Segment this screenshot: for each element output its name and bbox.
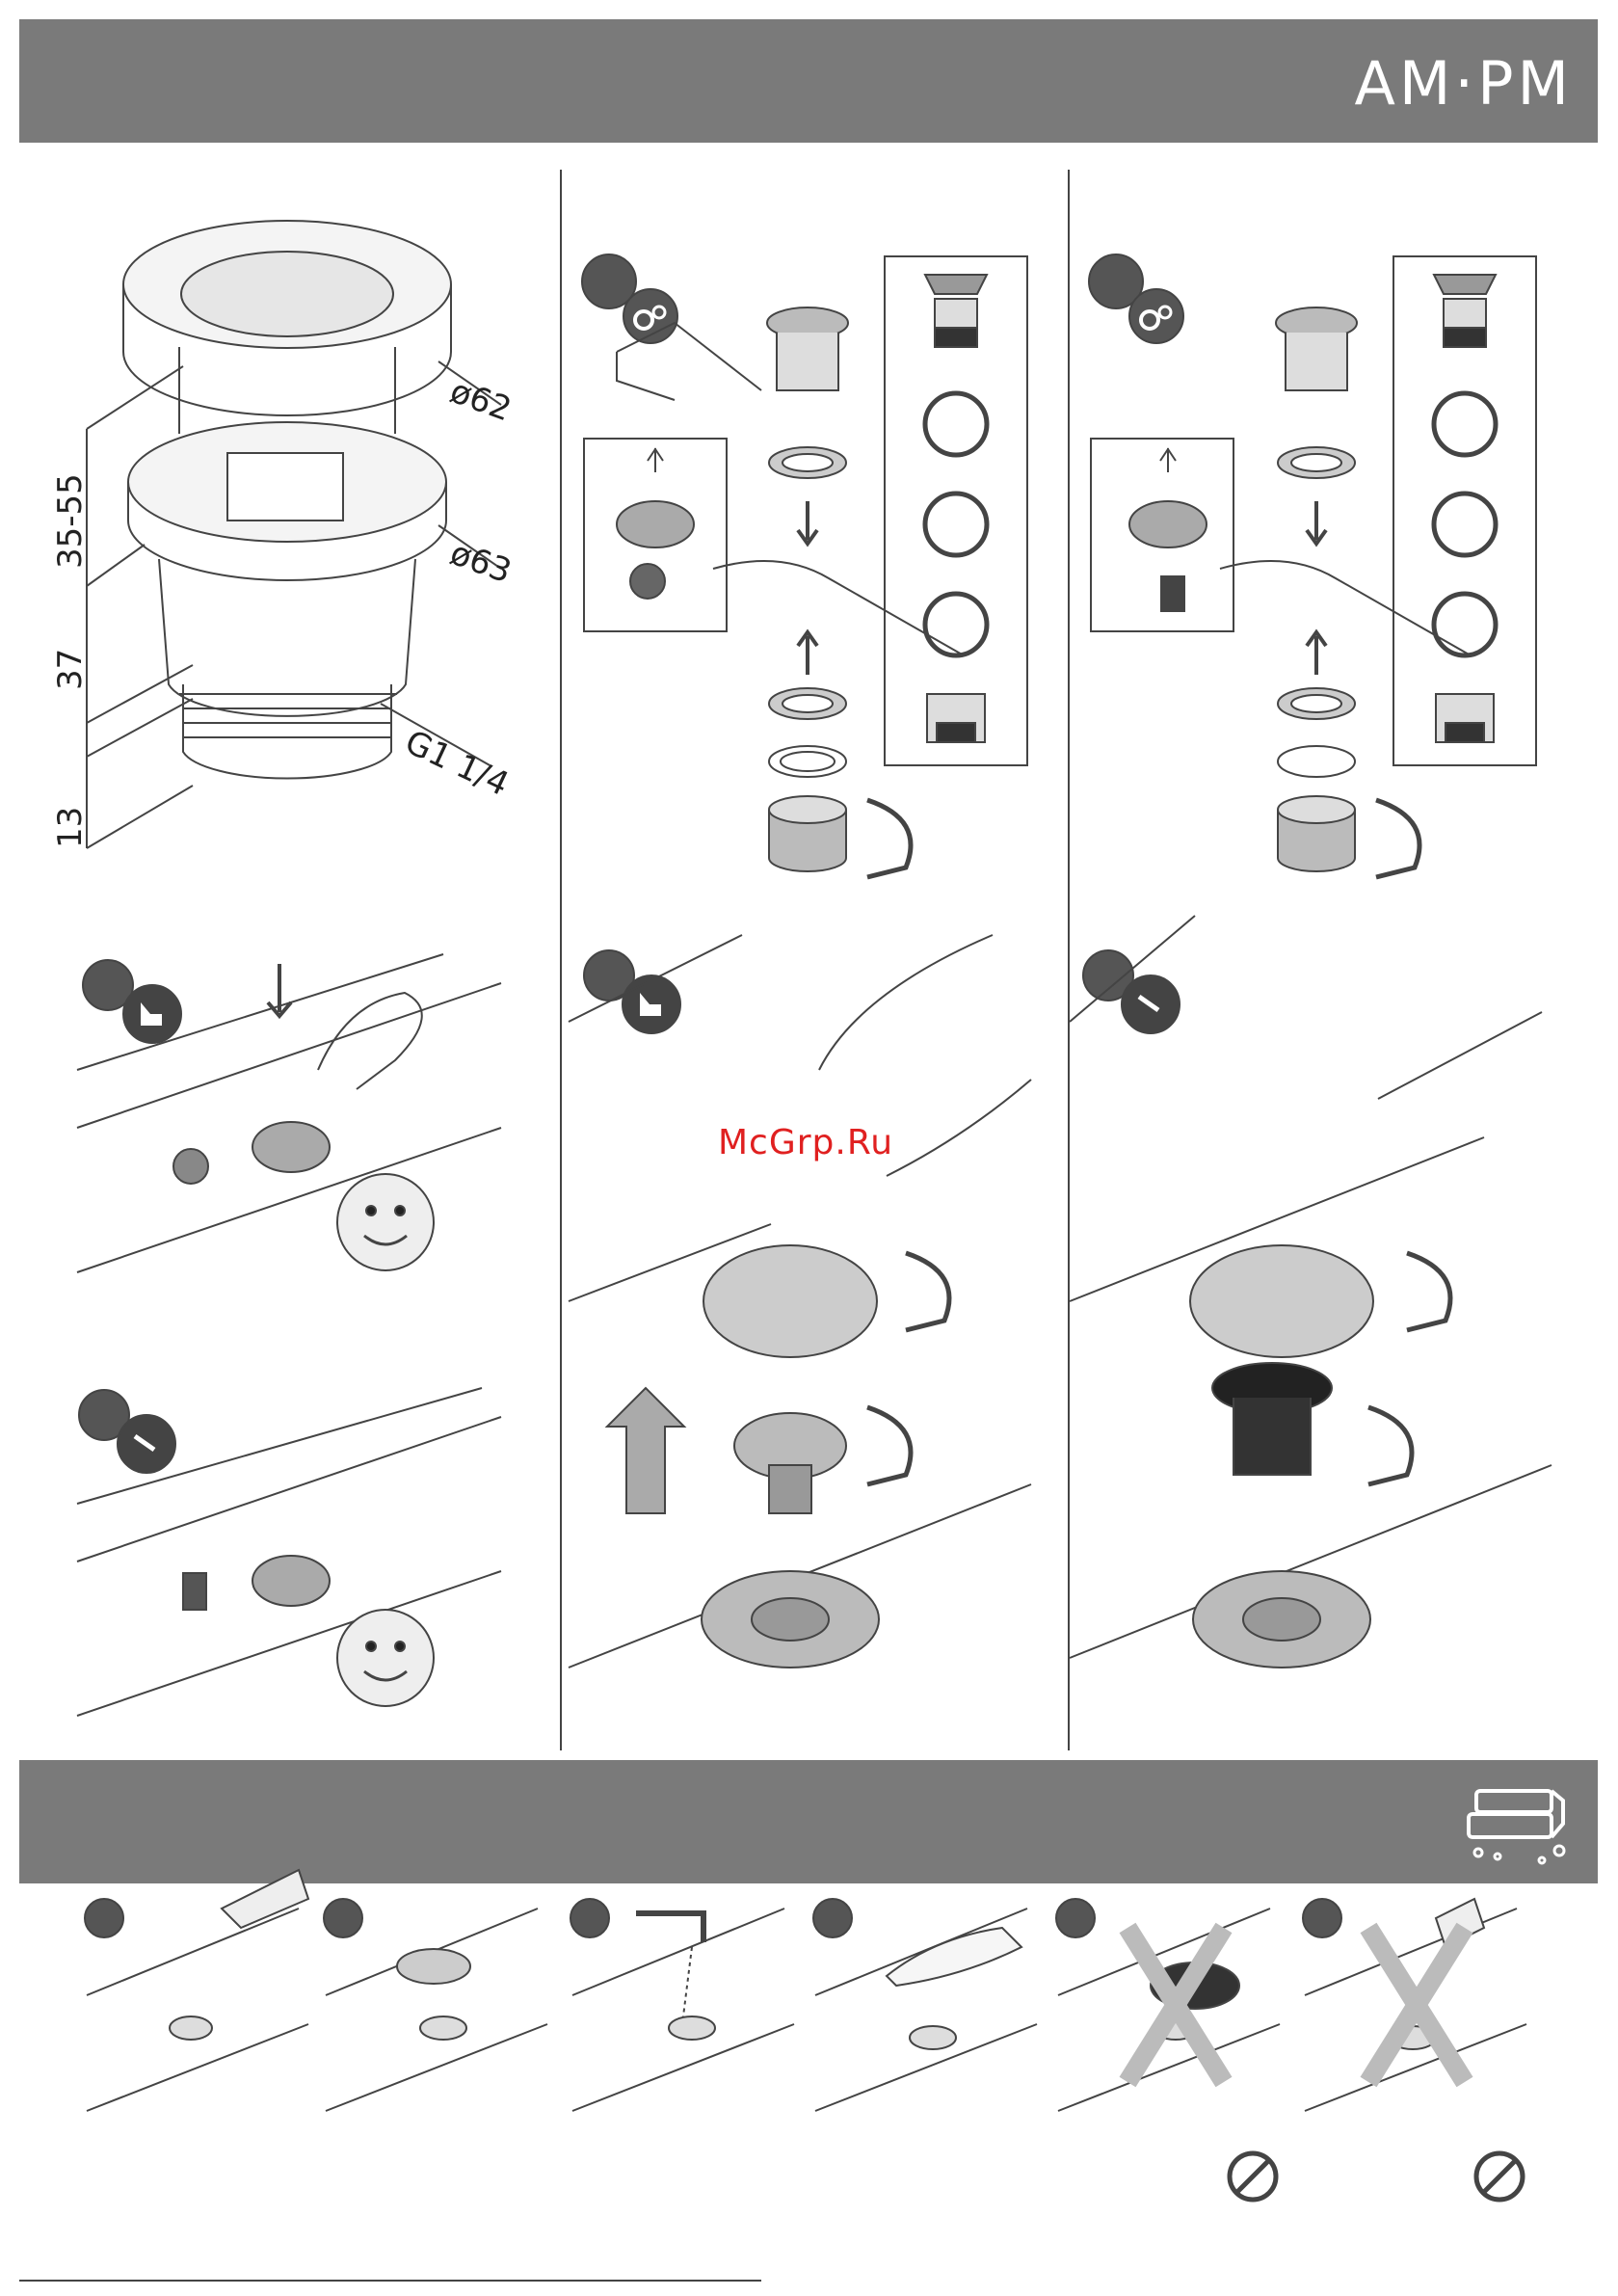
care-steps bbox=[85, 1870, 1526, 2111]
care-step-6-prohibited bbox=[1303, 1899, 1526, 2111]
height-body-label: 37 bbox=[51, 649, 90, 690]
assembly-step-3 bbox=[1089, 254, 1536, 877]
removal-step-press bbox=[569, 935, 1031, 1668]
prohibited-icon bbox=[1476, 2153, 1523, 2200]
care-step-2 bbox=[324, 1899, 547, 2111]
smiley-icon bbox=[337, 1610, 434, 1706]
flange-diameter-label: ø63 bbox=[445, 534, 517, 592]
care-step-1 bbox=[85, 1870, 308, 2111]
height-thread-label: 13 bbox=[51, 807, 90, 848]
removal-step-service bbox=[1070, 916, 1552, 1668]
cap-diameter-label: ø62 bbox=[445, 372, 517, 430]
care-step-4 bbox=[813, 1899, 1037, 2111]
height-adjust-label: 35-55 bbox=[51, 473, 90, 569]
type-click-clack bbox=[77, 954, 501, 1272]
smiley-icon bbox=[337, 1174, 434, 1270]
care-step-5-prohibited bbox=[1056, 1899, 1280, 2111]
thread-label: G1 1/4 bbox=[399, 723, 515, 804]
assembly-step-2 bbox=[582, 254, 1027, 877]
watermark-text: McGrp.Ru bbox=[718, 1123, 893, 1162]
type-clic-clac-service bbox=[77, 1388, 501, 1716]
prohibited-icon bbox=[1230, 2153, 1276, 2200]
care-step-3 bbox=[570, 1899, 794, 2111]
